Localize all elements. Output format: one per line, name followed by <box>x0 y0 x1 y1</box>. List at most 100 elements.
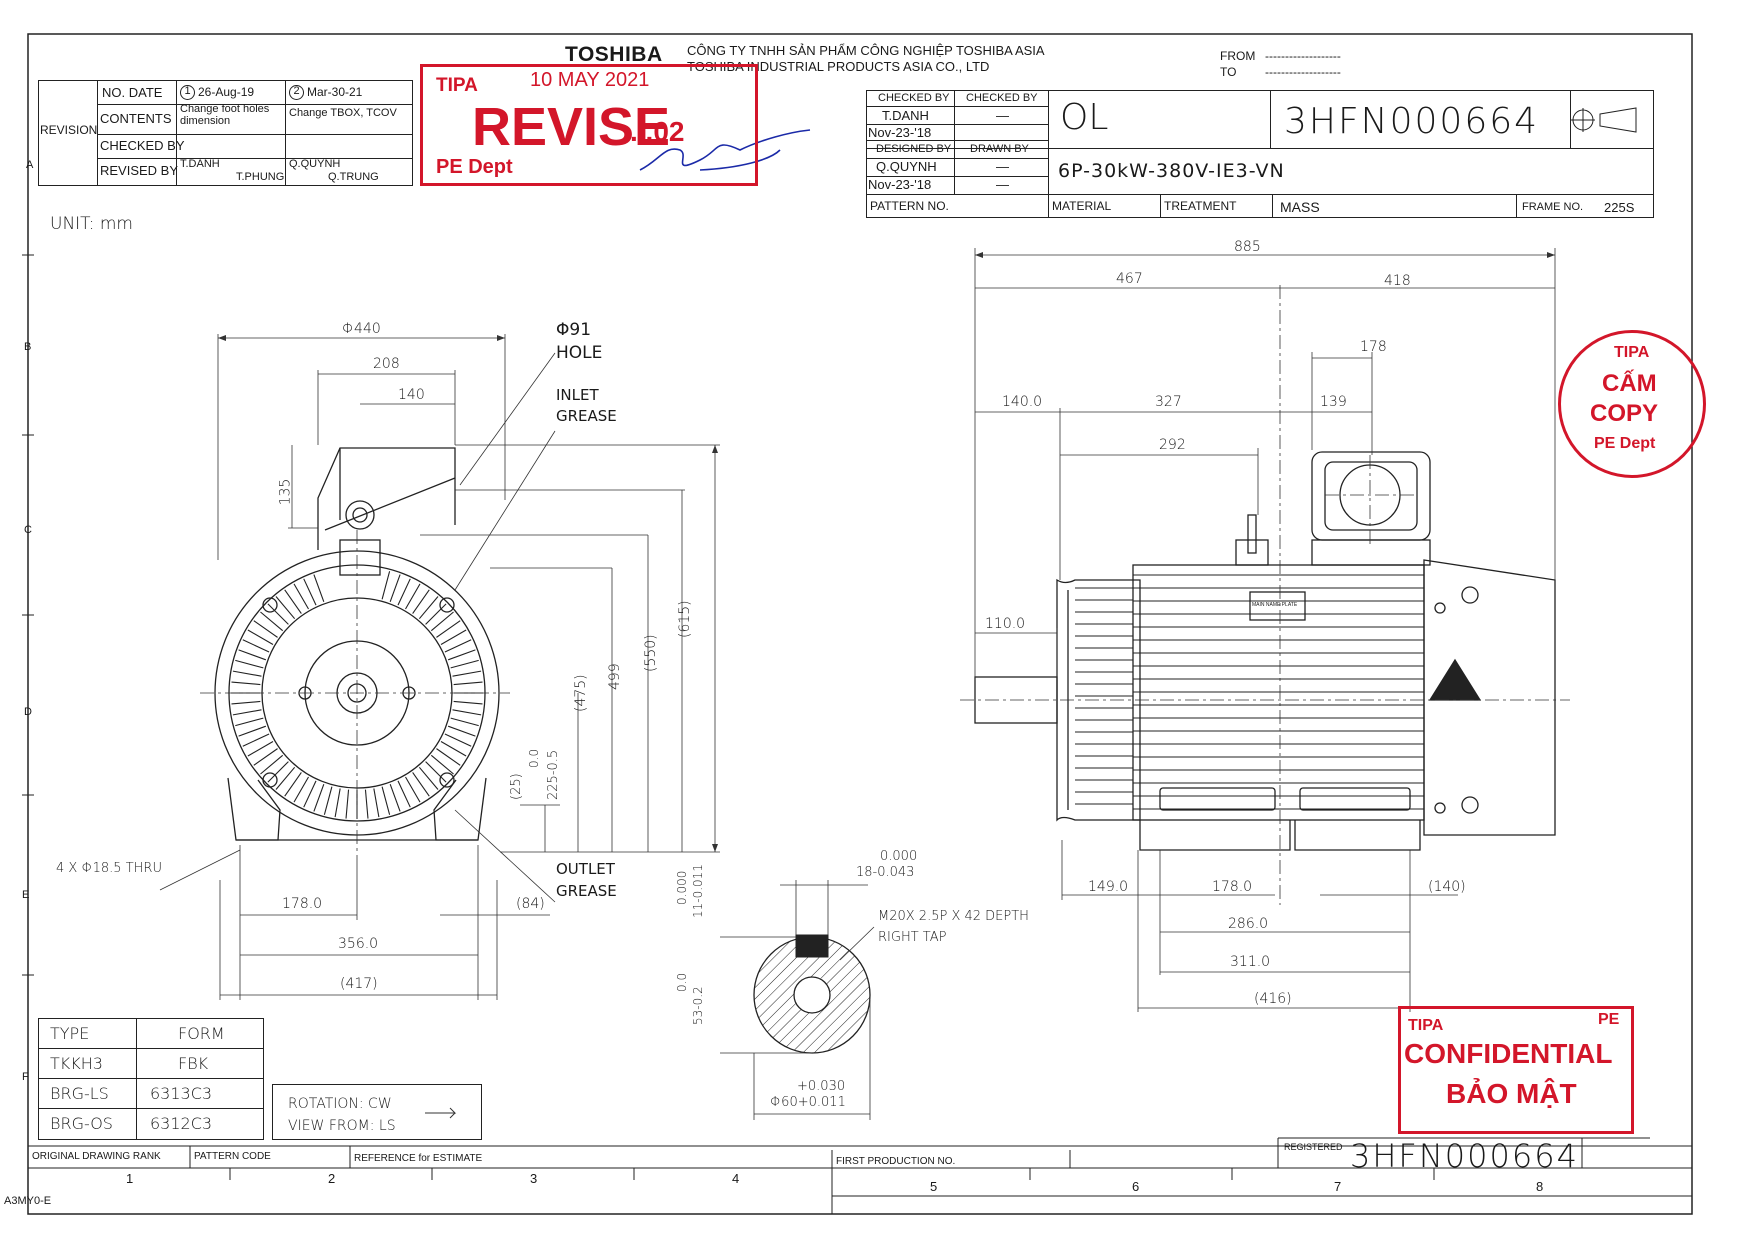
frame-no-label: FRAME NO. <box>1522 201 1584 213</box>
foot-holes-note: 4 X Φ18.5 THRU <box>56 861 162 876</box>
cooling-fin <box>397 578 411 606</box>
dim-140-front: 140 <box>398 387 425 403</box>
rev1-revised: T.PHUNG <box>236 171 285 183</box>
cooling-fin <box>242 733 270 747</box>
revised-by-label: REVISED BY <box>100 163 179 178</box>
col-1: 1 <box>126 1171 134 1186</box>
unit-label: UNIT: mm <box>50 214 133 234</box>
company-name-en: TOSHIBA INDUSTRIAL PRODUCTS ASIA CO., LT… <box>687 59 990 74</box>
cooling-fin <box>447 725 476 737</box>
cooling-fin <box>260 754 284 775</box>
cooling-fin <box>450 717 479 727</box>
cooling-fin <box>436 748 461 766</box>
dim-286: 286.0 <box>1228 916 1269 932</box>
to-label: TO <box>1220 65 1237 79</box>
cooling-fin <box>364 789 369 819</box>
revision-table <box>38 80 413 186</box>
dim-499: 499 <box>607 663 623 690</box>
no-copy-stamp <box>1558 330 1706 478</box>
cooling-fin <box>381 571 391 600</box>
col-6: 6 <box>1132 1179 1140 1194</box>
dim-25: (25) <box>509 773 524 800</box>
cooling-fin <box>418 596 439 620</box>
shaft-diameter: Φ60+0.011 <box>770 1095 846 1110</box>
outlet-label: OUTLET <box>556 860 615 878</box>
cooling-fin <box>260 611 284 632</box>
cooling-fin <box>235 659 264 669</box>
reference-label: REFERENCE for ESTIMATE <box>354 1153 483 1164</box>
col-8: 8 <box>1536 1179 1544 1194</box>
cooling-fin <box>232 709 262 716</box>
cooling-fin <box>238 725 267 737</box>
cooling-fin <box>293 583 309 610</box>
spec-table <box>38 1018 264 1140</box>
dim-208: 208 <box>373 356 400 372</box>
cooling-fin <box>453 681 483 686</box>
dim-467: 467 <box>1116 271 1143 287</box>
confidential-stamp-line2: BẢO MẬT <box>1446 1078 1577 1109</box>
form-value: FBK <box>178 1054 209 1073</box>
cooling-fin <box>275 766 296 790</box>
nameplate-label: MAIN NAME PLATE <box>1252 602 1298 608</box>
col-2: 2 <box>328 1171 336 1186</box>
inlet-label: INLET <box>556 386 599 404</box>
row-letter-a: A <box>26 159 34 171</box>
cooling-fin <box>253 748 278 766</box>
rotation-label: ROTATION: CW <box>288 1096 392 1112</box>
contents-label: CONTENTS <box>100 111 172 126</box>
no-copy-stamp-dept: PE Dept <box>1594 435 1656 452</box>
dim-418: 418 <box>1384 273 1411 289</box>
cooling-fin <box>284 589 302 614</box>
dim-110: 110.0 <box>985 616 1026 632</box>
cooling-fin <box>345 789 350 819</box>
cooling-fin <box>373 788 380 818</box>
cooling-fin <box>235 717 264 727</box>
projection-symbol-icon <box>1570 100 1650 136</box>
title-block <box>866 90 1654 218</box>
frame-no: 225S <box>1604 200 1635 215</box>
mass-label: MASS <box>1280 199 1320 215</box>
company-name-vn: CÔNG TY TNHH SẢN PHẨM CÔNG NGHIỆP TOSHIB… <box>687 43 1045 58</box>
tap-spec: M20X 2.5P X 42 DEPTH <box>878 909 1029 924</box>
rev2-checked: Q.QUYNH <box>289 158 341 170</box>
confidential-stamp-line1: CONFIDENTIAL <box>1404 1038 1613 1069</box>
row-letter-e: E <box>22 889 30 901</box>
cooling-fin <box>303 780 317 808</box>
dim-416: (416) <box>1254 991 1292 1007</box>
checked-by-header-1: CHECKED BY <box>878 92 950 104</box>
outlet-grease-label: GREASE <box>556 882 617 900</box>
brg-os-label: BRG-OS <box>50 1114 113 1133</box>
col-5: 5 <box>930 1179 938 1194</box>
cooling-fin <box>334 788 341 818</box>
checker-name: T.DANH <box>882 108 929 123</box>
rev1-date: 26-Aug-19 <box>198 85 255 99</box>
registered-label: REGISTERED <box>1284 1142 1343 1152</box>
cooling-fin <box>444 639 472 653</box>
rotation-box <box>272 1084 482 1140</box>
cooling-fin <box>231 700 261 705</box>
revise-stamp-date: 10 MAY 2021 <box>530 69 650 91</box>
cooling-fin <box>267 761 289 783</box>
view-from-label: VIEW FROM: LS <box>288 1118 396 1134</box>
no-date-label: NO. DATE <box>102 85 163 100</box>
no-copy-stamp-line2: COPY <box>1590 400 1659 427</box>
cooling-fin <box>452 709 482 716</box>
cooling-fin <box>430 754 454 775</box>
cooling-fin <box>436 620 461 638</box>
cooling-fin <box>232 670 262 677</box>
dim-135: 135 <box>277 478 294 506</box>
drawn-by-header: DRAWN BY <box>970 143 1029 155</box>
pattern-no-label: PATTERN NO. <box>870 199 949 213</box>
cooling-fin <box>238 649 267 661</box>
cooling-fin <box>313 783 325 812</box>
dim-178-front: 178.0 <box>282 896 323 912</box>
dim-140-side: 140.0 <box>1002 394 1043 410</box>
type-label: TYPE <box>50 1024 90 1043</box>
col-7: 7 <box>1334 1179 1342 1194</box>
confidential-stamp-dept: PE <box>1598 1011 1620 1028</box>
rev1-checked: T.DANH <box>180 158 220 170</box>
pattern-code-label: PATTERN CODE <box>194 1151 271 1162</box>
to-line: ------------------- <box>1265 65 1341 79</box>
revise-stamp-word: REVISE <box>472 97 671 157</box>
dim-225: 225-0.5 <box>546 749 561 800</box>
